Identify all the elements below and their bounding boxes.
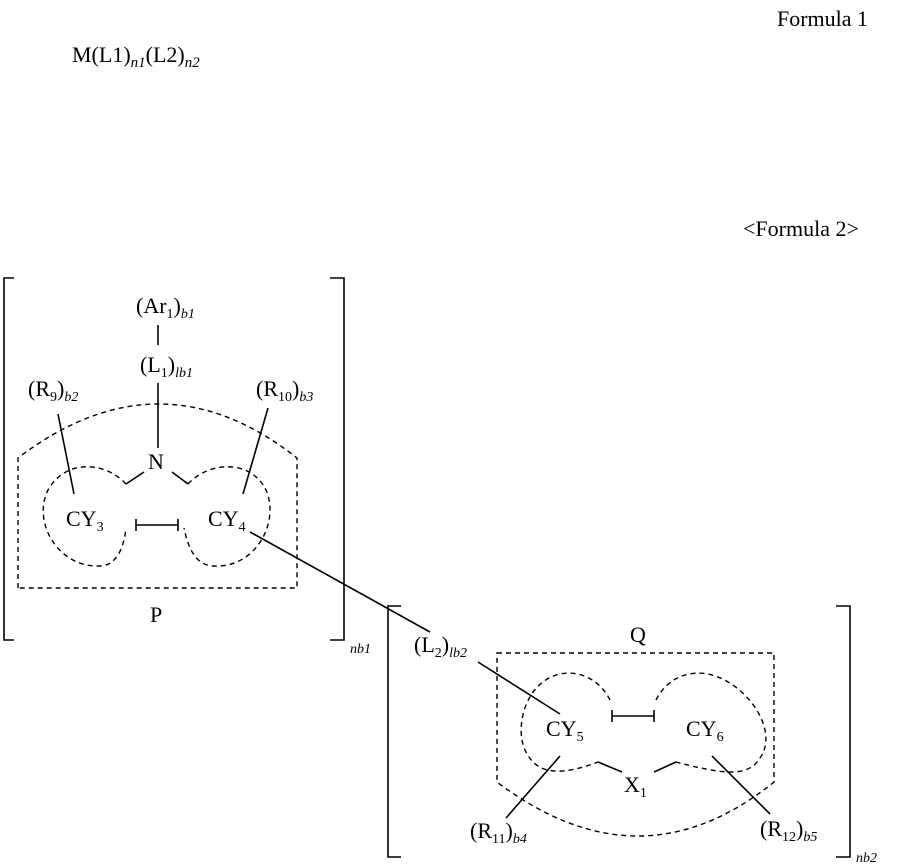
bond-cy6-x1: [654, 762, 676, 772]
r10-label: (R10)b3: [256, 376, 313, 405]
left-bracket-open: [4, 278, 14, 640]
group-q-label: Q: [630, 622, 646, 647]
right-bracket-open: [388, 606, 401, 857]
r11-label: (R11)b4: [470, 818, 527, 847]
nb2-subscript: nb2: [856, 851, 877, 866]
bond-n-cy4: [172, 472, 188, 484]
cy4-label: CY4: [208, 506, 246, 535]
bond-n-cy3: [126, 472, 144, 484]
bond-l2-cy5: [478, 662, 560, 714]
r9-label: (R9)b2: [28, 376, 78, 405]
bond-cy6-r12: [712, 756, 770, 814]
group-p-label: P: [150, 602, 162, 627]
bond-r10-cy4: [243, 408, 268, 494]
nb1-subscript: nb1: [350, 642, 371, 657]
right-bracket-close: [836, 606, 850, 857]
cy6-label: CY6: [686, 716, 724, 745]
bond-r9-cy3: [58, 414, 74, 494]
l2-label: (L2)lb2: [414, 632, 467, 661]
left-bracket-close: [330, 278, 344, 640]
n-atom-label: N: [148, 449, 164, 474]
l1-label: (L1)lb1: [140, 352, 193, 381]
group-q-outline: [497, 653, 774, 836]
cy5-label: CY5: [546, 716, 584, 745]
bond-cy5-x1: [598, 762, 622, 772]
x1-label: X1: [624, 772, 647, 801]
bond-cy4-l2: [250, 532, 430, 632]
cy3-label: CY3: [66, 506, 104, 535]
r12-label: (R12)b5: [760, 816, 817, 845]
bond-cy5-r11: [506, 756, 560, 818]
ar1-label: (Ar1)b1: [136, 293, 195, 322]
